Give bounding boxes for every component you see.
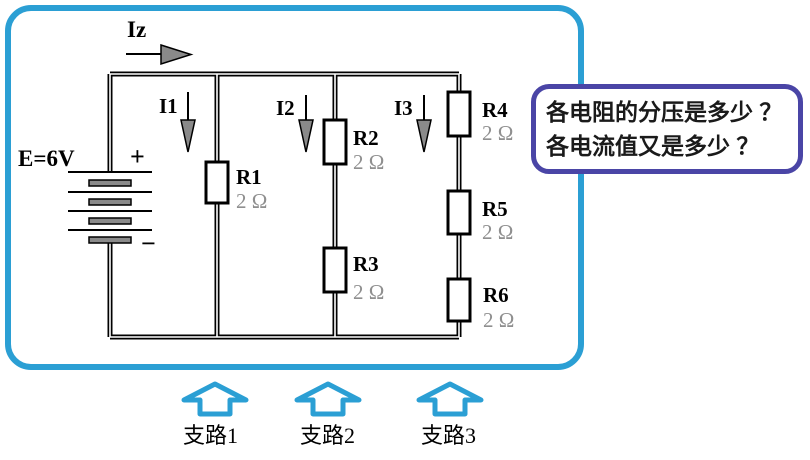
r1-name-label: R1: [236, 165, 262, 189]
i2-arrow-head: [298, 119, 314, 153]
question-line-2: 各电流值又是多少 ？: [546, 133, 760, 159]
branch-2-arrow-icon: [294, 381, 362, 417]
branch-3-label: 支路3: [421, 423, 477, 448]
battery-long-plates: [68, 171, 152, 231]
resistor-r3: [322, 246, 348, 294]
battery-short-plate: [88, 236, 132, 244]
r4-value-label: 2 Ω: [482, 121, 514, 145]
battery-short-plate: [88, 217, 132, 225]
r3-value-label: 2 Ω: [353, 280, 385, 304]
r1-value-label: 2 Ω: [236, 189, 268, 213]
branch3-current-label: I3: [394, 96, 413, 120]
branch1-current-label: I1: [159, 94, 178, 118]
battery-minus-sign: −: [141, 229, 156, 258]
wires: [107, 71, 462, 340]
resistor-bodies: [204, 90, 472, 323]
battery-symbol: [68, 171, 152, 244]
circuit-frame: [5, 5, 584, 370]
battery-emf-label: E=6V: [18, 146, 75, 171]
r6-name-label: R6: [483, 283, 509, 307]
battery-plus-sign: +: [130, 142, 145, 171]
battery-short-plate: [88, 198, 132, 206]
i3-arrow-head: [416, 119, 432, 153]
r5-name-label: R5: [482, 197, 508, 221]
r2-name-label: R2: [353, 126, 379, 150]
resistor-r2: [322, 118, 348, 166]
resistor-r1: [204, 160, 230, 205]
resistor-r4: [446, 90, 472, 138]
resistor-r6: [446, 277, 472, 323]
iz-arrow-head: [160, 43, 194, 66]
branch-3-arrow-icon: [416, 381, 484, 417]
r2-value-label: 2 Ω: [353, 150, 385, 174]
question-line-1: 各电阻的分压是多少 ？: [546, 99, 783, 125]
branch-1-label: 支路1: [183, 423, 239, 448]
current-arrow-i3: [416, 95, 432, 153]
r6-value-label: 2 Ω: [483, 308, 515, 332]
wire-core: [109, 73, 460, 338]
branch-1-arrow-icon: [181, 381, 249, 417]
r3-name-label: R3: [353, 252, 379, 276]
branch-pointers: [181, 381, 484, 417]
r4-name-label: R4: [482, 98, 508, 122]
branch2-current-label: I2: [276, 96, 295, 120]
main-current-label: Iz: [127, 17, 147, 42]
i1-arrow-head: [180, 119, 196, 153]
current-arrow-i1: [180, 92, 196, 153]
current-arrow-iz: [126, 43, 194, 66]
question-bubble: 各电阻的分压是多少 ？ 各电流值又是多少 ？: [531, 84, 803, 174]
branch-2-label: 支路2: [300, 423, 356, 448]
resistor-r5: [446, 189, 472, 236]
battery-short-plate: [88, 179, 132, 187]
r5-value-label: 2 Ω: [482, 220, 514, 244]
current-arrow-i2: [298, 95, 314, 153]
